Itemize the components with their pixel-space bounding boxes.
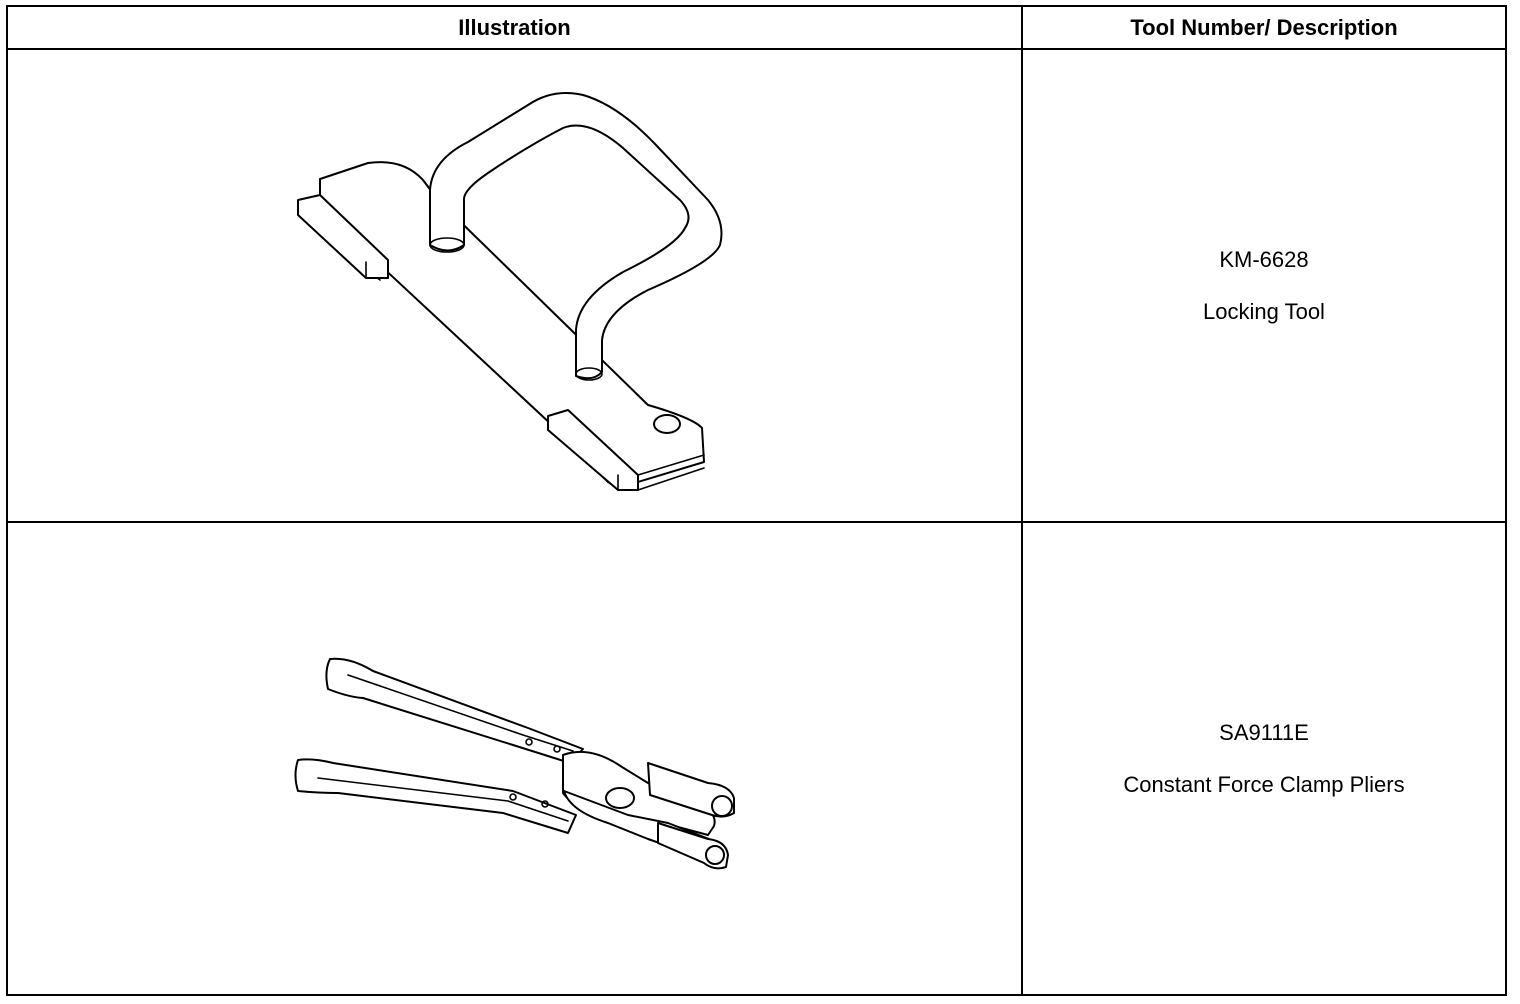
tool-number-sa9111e: SA9111E bbox=[1219, 719, 1309, 745]
header-divider bbox=[8, 48, 1505, 50]
row-1-description-cell: KM-6628 Locking Tool bbox=[1023, 50, 1505, 521]
locking-tool-drawing bbox=[297, 92, 723, 491]
column-divider bbox=[1021, 7, 1023, 994]
header-tool-number-description: Tool Number/ Description bbox=[1130, 14, 1398, 40]
row-divider bbox=[8, 521, 1505, 523]
row-2-description-cell: SA9111E Constant Force Clamp Pliers bbox=[1023, 523, 1505, 994]
header-illustration: Illustration bbox=[458, 14, 571, 40]
illustration-clamp-pliers bbox=[8, 523, 1021, 994]
tool-number-km-6628: KM-6628 bbox=[1219, 246, 1309, 272]
illustration-locking-tool bbox=[8, 50, 1021, 521]
clamp-pliers-drawing bbox=[294, 657, 735, 870]
tool-description-locking-tool: Locking Tool bbox=[1203, 298, 1325, 324]
special-tools-table: Illustration Tool Number/ Description bbox=[6, 5, 1507, 996]
tool-description-clamp-pliers: Constant Force Clamp Pliers bbox=[1123, 771, 1405, 797]
